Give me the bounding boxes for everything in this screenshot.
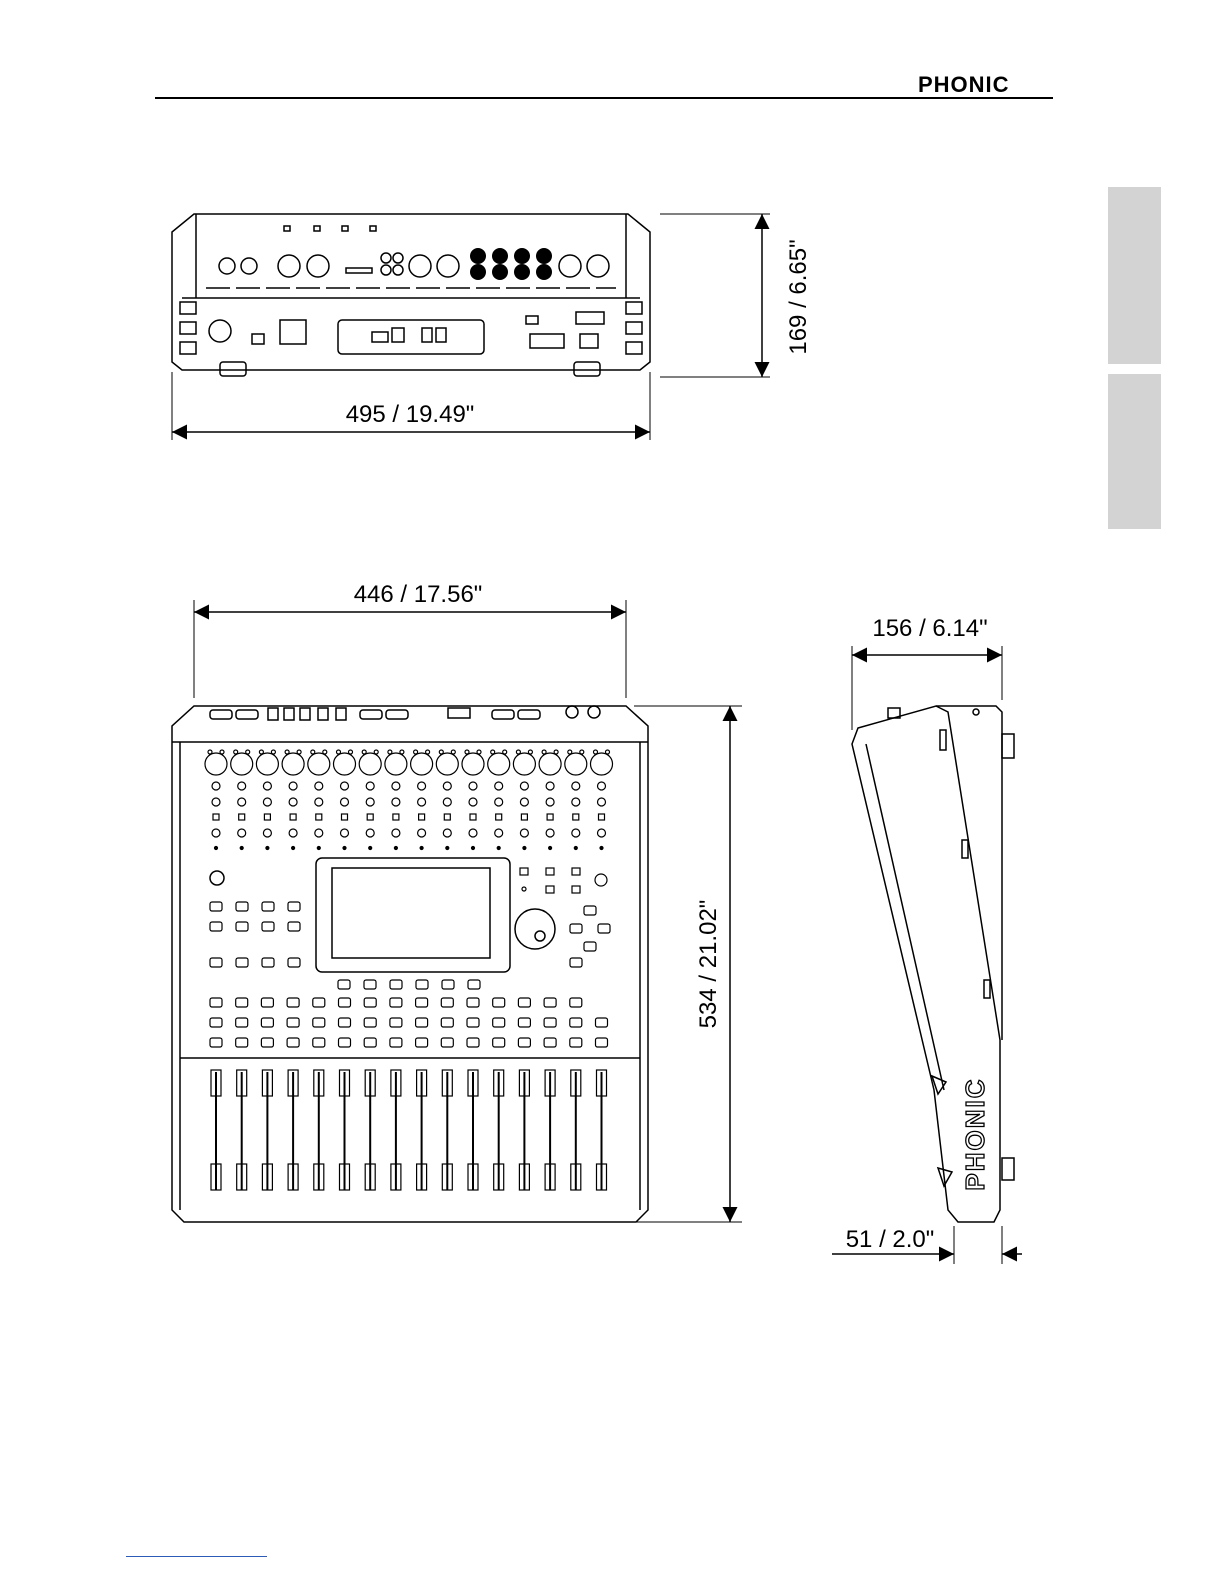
rear-view-drawing	[172, 214, 650, 376]
rear-height-label: 169 / 6.65"	[785, 239, 812, 354]
side-brand-text: PHONIC	[960, 1077, 990, 1190]
top-width-label: 446 / 17.56"	[354, 581, 483, 608]
top-depth-label: 534 / 21.02"	[695, 900, 722, 1029]
side-front-label: 51 / 2.0"	[846, 1226, 935, 1253]
rear-width-label: 495 / 19.49"	[346, 401, 475, 428]
side-height-label: 156 / 6.14"	[872, 615, 987, 642]
